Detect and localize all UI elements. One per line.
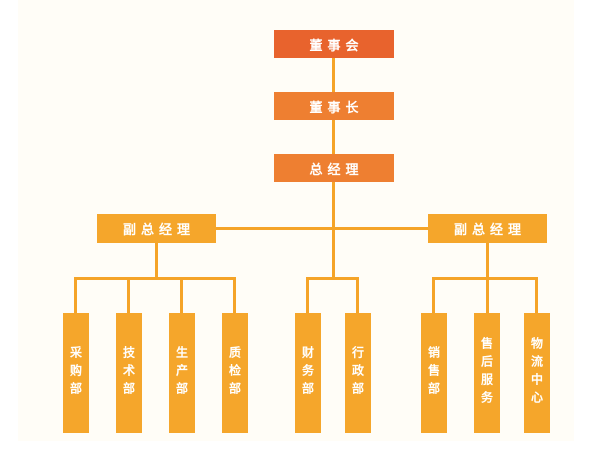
- org-node-purchasing-dept: 采购部: [63, 313, 89, 433]
- connector-line: [432, 279, 435, 313]
- org-node-logistics-center: 物流中心: [524, 313, 550, 433]
- connector-line: [306, 279, 309, 313]
- connector-line: [535, 279, 538, 313]
- connector-line: [74, 279, 77, 313]
- connector-line: [180, 279, 183, 313]
- org-node-technology-dept: 技术部: [116, 313, 142, 433]
- connector-line: [233, 279, 236, 313]
- connector-line: [432, 277, 538, 280]
- connector-line: [127, 279, 130, 313]
- org-node-production-dept: 生产部: [169, 313, 195, 433]
- org-node-finance-dept: 财务部: [295, 313, 321, 433]
- org-node-admin-dept: 行政部: [345, 313, 371, 433]
- connector-line: [216, 227, 428, 230]
- org-node-deputy-gm-left: 副总经理: [97, 214, 216, 243]
- org-node-sales-dept: 销售部: [421, 313, 447, 433]
- org-node-deputy-gm-right: 副总经理: [428, 214, 547, 243]
- org-node-general-manager: 总经理: [274, 154, 394, 182]
- connector-line: [332, 120, 335, 154]
- connector-line: [356, 279, 359, 313]
- org-node-board: 董事会: [274, 30, 394, 58]
- org-node-after-sales-service: 售后服务: [474, 313, 500, 433]
- org-node-chairman: 董事长: [274, 92, 394, 120]
- connector-line: [74, 277, 236, 280]
- connector-line: [332, 182, 335, 280]
- org-node-quality-dept: 质检部: [222, 313, 248, 433]
- connector-line: [332, 58, 335, 92]
- connector-line: [306, 277, 359, 280]
- connector-line: [155, 243, 158, 280]
